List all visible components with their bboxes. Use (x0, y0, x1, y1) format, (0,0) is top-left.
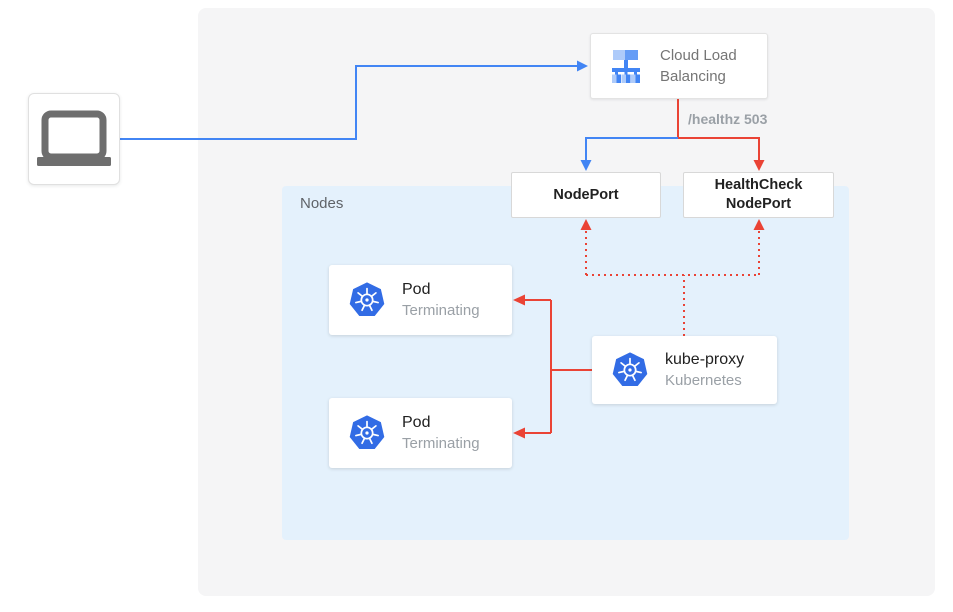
healthcheck-nodeport-label: HealthCheck NodePort (714, 177, 803, 212)
pod-node-2: Pod Terminating (329, 398, 512, 468)
pod-status: Terminating (402, 302, 480, 319)
pod-status: Terminating (402, 435, 480, 452)
cloud-load-balancing-node: Cloud Load Balancing (590, 33, 768, 99)
cloud-load-balancing-label: Cloud Load Balancing (660, 47, 737, 85)
client-device-node (28, 93, 120, 185)
laptop-icon (37, 110, 111, 166)
kube-proxy-title: kube-proxy (665, 351, 745, 368)
kubernetes-icon (349, 415, 385, 449)
nodeport-label: NodePort (553, 186, 619, 203)
nodeport-node: NodePort (511, 172, 661, 218)
pod-title: Pod (402, 414, 431, 431)
kubernetes-icon (612, 352, 648, 386)
cloud-load-balancing-icon (612, 50, 640, 83)
pod-title: Pod (402, 281, 431, 298)
nodes-label: Nodes (300, 195, 344, 212)
kube-proxy-node: kube-proxy Kubernetes (592, 336, 777, 404)
pod-node-1: Pod Terminating (329, 265, 512, 335)
kubernetes-icon (349, 282, 385, 316)
healthz-503-label: /healthz 503 (688, 111, 768, 127)
kube-proxy-subtitle: Kubernetes (665, 372, 742, 389)
healthcheck-nodeport-node: HealthCheck NodePort (683, 172, 834, 218)
